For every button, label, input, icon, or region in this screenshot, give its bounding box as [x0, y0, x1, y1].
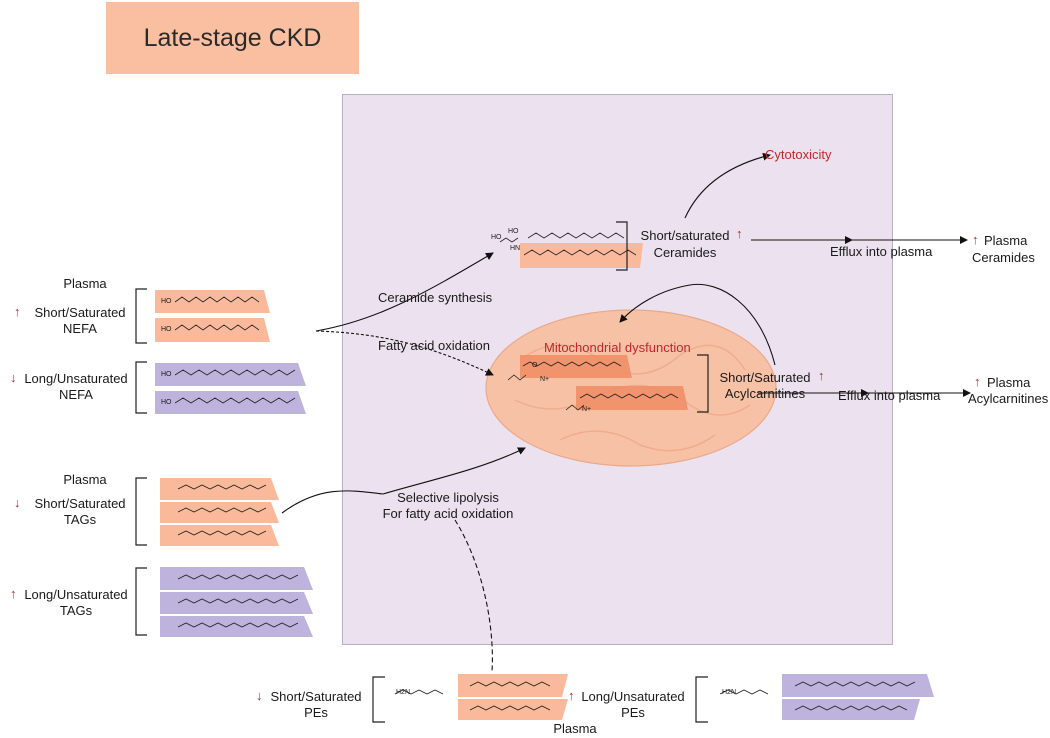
tag-unsaturated-label-line1: Long/Unsaturated [24, 587, 128, 602]
plasma-ceramides-label-line2: Ceramides [972, 250, 1035, 265]
chem-label: HO [161, 399, 172, 406]
up-arrow-icon: ↑ [568, 688, 575, 703]
tag-saturated-label-line2: TAGs [63, 512, 97, 527]
efflux-acylcarnitines-label: Efflux into plasma [838, 388, 941, 403]
tag-plasma-label: Plasma [63, 472, 107, 487]
pe-unsaturated-chains [719, 674, 934, 720]
up-arrow-icon: ↑ [14, 304, 21, 319]
mitochondrial-dysfunction-label: Mitochondrial dysfunction [544, 340, 691, 355]
nefa-saturated-label-line1: Short/Saturated [34, 305, 126, 320]
lipolysis-label-line2: For fatty acid oxidation [382, 506, 514, 521]
page-title: Late-stage CKD [143, 23, 322, 52]
down-arrow-icon: ↓ [256, 688, 263, 703]
chem-label: HO [161, 371, 172, 378]
chem-label: HN [510, 245, 521, 252]
acylcarnitine-structures [507, 355, 688, 411]
ceramide-synthesis-label: Ceramide synthesis [378, 290, 493, 305]
chem-label: HO [491, 234, 502, 241]
nefa-unsaturated-chains [155, 363, 306, 414]
up-arrow-icon: ↑ [736, 226, 743, 241]
tag-saturated-chains [160, 478, 279, 546]
chem-label: HO [161, 326, 172, 333]
ceramides-label-line2: Ceramides [653, 245, 717, 260]
down-arrow-icon: ↓ [10, 370, 17, 385]
lipolysis-label-line1: Selective lipolysis [397, 490, 499, 505]
ceramides-label-line1: Short/saturated [640, 228, 730, 243]
up-arrow-icon: ↑ [10, 586, 17, 601]
chem-label: O [532, 362, 538, 369]
plasma-acylcarnitines-label-line1: Plasma [987, 375, 1031, 390]
nefa-saturated-chains [155, 290, 270, 342]
down-arrow-icon: ↓ [14, 495, 21, 510]
plasma-acylcarnitines-label-line2: Acylcarnitines [968, 391, 1049, 406]
pe-plasma-label: Plasma [553, 721, 597, 736]
chem-label: N+ [582, 406, 592, 413]
acylcarnitines-label-line1: Short/Saturated [719, 370, 811, 385]
up-arrow-icon: ↑ [972, 232, 979, 247]
chem-label: HO [508, 228, 519, 235]
flow-arrows [281, 152, 971, 673]
pe-saturated-label-line1: Short/Saturated [270, 689, 362, 704]
tag-saturated-label-line1: Short/Saturated [34, 496, 126, 511]
nefa-unsaturated-label-line1: Long/Unsaturated [24, 371, 128, 386]
tag-unsaturated-chains [160, 567, 313, 637]
plasma-ceramides-label-line1: Plasma [984, 233, 1028, 248]
nefa-saturated-label-line2: NEFA [63, 321, 97, 336]
nefa-unsaturated-label-line2: NEFA [59, 387, 93, 402]
pe-unsaturated-label-line1: Long/Unsaturated [581, 689, 685, 704]
acylcarnitines-label-line2: Acylcarnitines [724, 386, 806, 401]
pe-saturated-label-line2: PEs [304, 705, 328, 720]
fatty-acid-oxidation-label: Fatty acid oxidation [378, 338, 491, 353]
up-arrow-icon: ↑ [974, 374, 981, 389]
chem-label: H2N [396, 689, 411, 696]
nefa-plasma-label: Plasma [63, 276, 107, 291]
cytotoxicity-label: Cytotoxicity [765, 147, 832, 162]
chem-label: N+ [540, 376, 550, 383]
title-box: Late-stage CKD [106, 2, 359, 74]
pe-saturated-chains [394, 674, 568, 720]
chem-label: H2N [722, 689, 737, 696]
tag-unsaturated-label-line2: TAGs [59, 603, 93, 618]
ceramide-structure [499, 232, 643, 268]
chem-label: HO [161, 298, 172, 305]
pe-unsaturated-label-line2: PEs [621, 705, 645, 720]
efflux-ceramides-label: Efflux into plasma [830, 244, 933, 259]
up-arrow-icon: ↑ [818, 368, 825, 383]
brackets [135, 221, 709, 723]
